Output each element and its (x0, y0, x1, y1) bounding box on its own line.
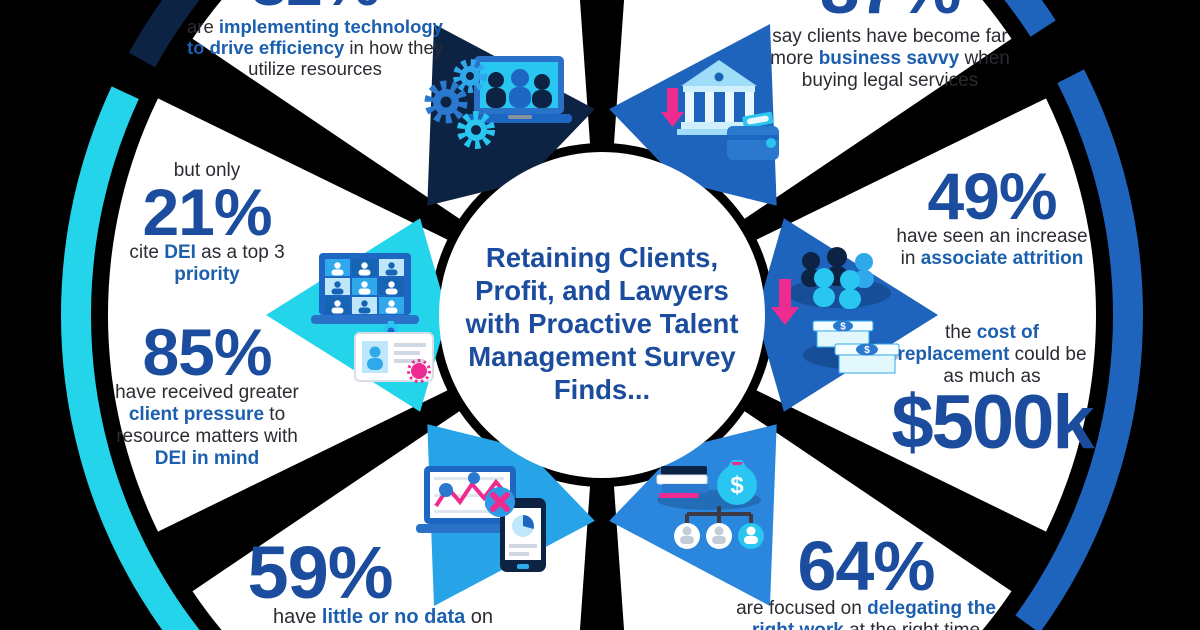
svg-text:$: $ (864, 345, 870, 356)
stat-number: 59% (247, 531, 393, 614)
stat-line: are focused on delegating the (736, 598, 996, 619)
stat-line: have little or no data on (272, 606, 494, 628)
stat-top-left: 82% are implementing technology to drive… (187, 0, 443, 79)
stat-line: client pressure to (128, 404, 286, 425)
stat-line: cite DEI as a top 3 (129, 242, 285, 263)
stat-number: $500k (891, 380, 1094, 465)
center-disc (439, 152, 765, 478)
svg-text:$: $ (730, 472, 744, 499)
title-line: Profit, and Lawyers (475, 275, 729, 306)
stat-line: more business savvy when (770, 48, 1010, 69)
stat-number: 64% (797, 527, 935, 605)
stat-number: 85% (142, 315, 272, 389)
stat-line: as much as (943, 366, 1041, 387)
title-line: with Proactive Talent (465, 308, 739, 339)
stat-line: DEI in mind (154, 448, 260, 469)
no-data-devices-icon (416, 466, 546, 572)
stat-left: but only 21% cite DEI as a top 3 priorit… (115, 160, 299, 470)
stat-number: 82% (250, 0, 380, 15)
stat-line: say clients have become far (772, 26, 1008, 47)
stat-top-right: 87% say clients have become far more bus… (770, 0, 1010, 92)
stat-line: have seen an increase (896, 226, 1088, 247)
stat-line: have received greater (115, 382, 299, 403)
stat-line: resource matters with (116, 426, 298, 447)
delegation-books-moneybag-icon: $ (656, 460, 764, 549)
segment-icons: $ $ $ (311, 56, 900, 572)
video-meeting-gears-icon (424, 56, 572, 149)
stat-line: priority (174, 264, 240, 285)
svg-text:$: $ (840, 322, 846, 333)
stat-bottom-right: 64% are focused on delegating the right … (736, 527, 996, 630)
stat-line: are implementing technology (187, 16, 443, 37)
title-line: Retaining Clients, (485, 242, 719, 273)
bank-decline-wallet-icon (661, 60, 779, 160)
stat-right: 49% have seen an increase in associate a… (891, 159, 1094, 465)
stat-number: 21% (142, 175, 272, 249)
stat-line: the cost of (945, 322, 1039, 343)
stat-line: right work at the right time (736, 620, 996, 630)
stat-line: in associate attrition (900, 248, 1084, 269)
video-call-id-badge-icon (311, 253, 434, 383)
stat-line: but only (173, 160, 241, 181)
title-line: Finds... (553, 374, 651, 405)
stat-number: 87% (819, 0, 961, 25)
stat-line: utilize resources (248, 58, 382, 79)
center-title: Retaining Clients, Profit, and Lawyers w… (432, 241, 772, 406)
stat-line: to drive efficiency in how they (186, 37, 444, 58)
title-line: Management Survey (468, 341, 736, 372)
stat-number: 49% (927, 159, 1057, 233)
stat-line: buying legal services (801, 70, 979, 91)
stat-line: replacement could be (897, 344, 1087, 365)
associate-attrition-cost-icon: $ $ (771, 247, 900, 374)
